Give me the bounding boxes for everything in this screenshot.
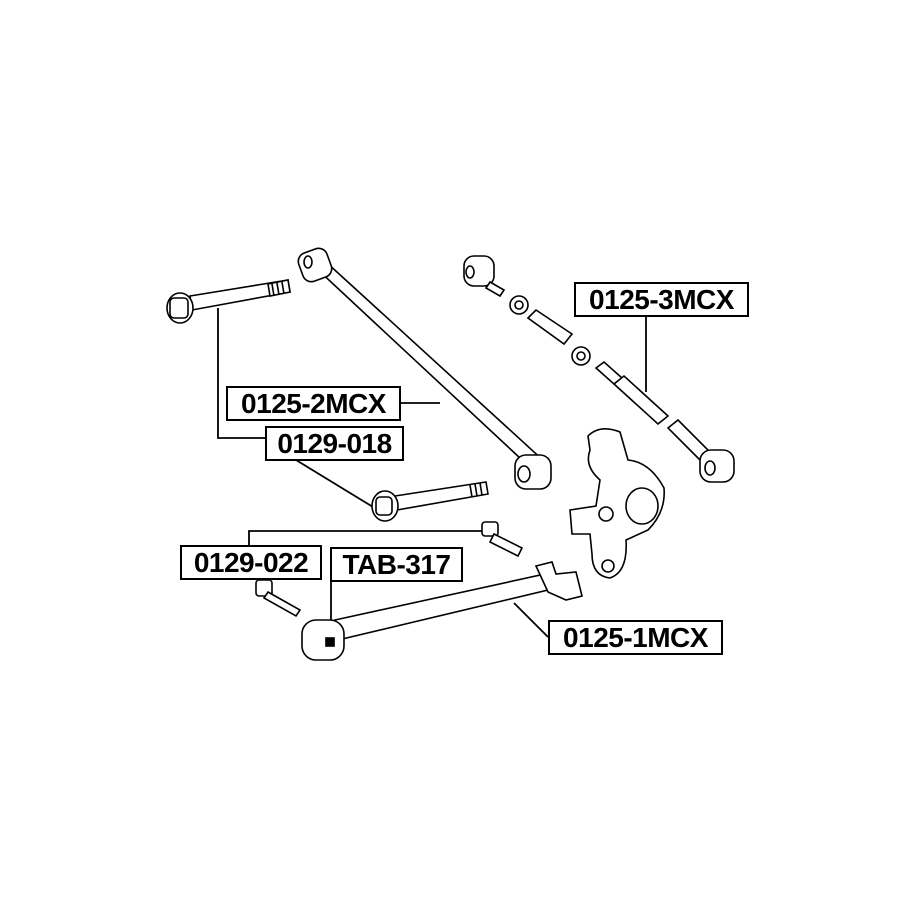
part-label-0129-018: 0129-018 [265,426,404,461]
part-label-0125-3mcx: 0125-3MCX [574,282,749,317]
bolt-0129-022-right [481,521,524,558]
knuckle [569,428,665,579]
bolt-0129-022-left [255,579,302,618]
arm-0125-1mcx [301,561,583,661]
bolt-upper [166,279,291,324]
arm-0125-2mcx [297,247,552,490]
part-label-0125-1mcx: 0125-1MCX [548,620,723,655]
part-label-0129-022: 0129-022 [180,545,322,580]
part-label-0125-2mcx: 0125-2MCX [226,386,401,421]
part-label-tab-317: TAB-317 [330,547,463,582]
bolt-lower [371,481,489,522]
arm-0125-3mcx [463,255,735,483]
